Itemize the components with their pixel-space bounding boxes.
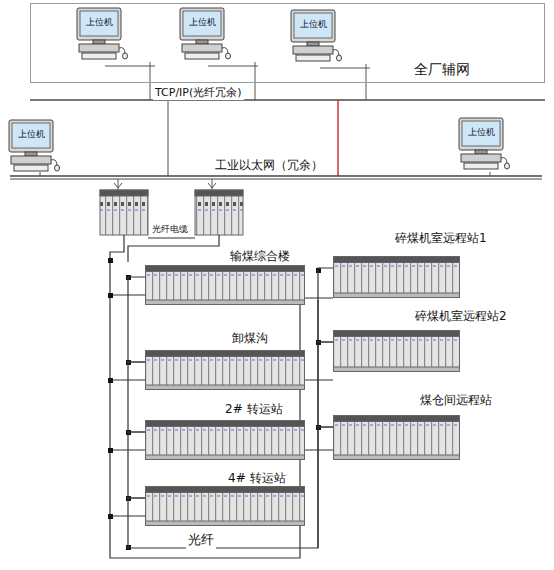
station-name: 4# 转运站 [228, 470, 286, 487]
computer-icon [73, 6, 129, 62]
computer-label: 上位机 [294, 18, 332, 31]
rack-holder [145, 265, 305, 309]
fibre-link [128, 277, 145, 362]
rack-holder [145, 350, 305, 394]
computer-label: 上位机 [462, 126, 500, 139]
computer-icon [287, 8, 343, 64]
region-title: 全厂辅网 [414, 61, 470, 79]
rack-holder [333, 330, 460, 376]
remote-station: 碎煤机室远程站2 [333, 308, 460, 372]
fibre-link [318, 268, 333, 342]
host-computer: 上位机 [455, 116, 511, 172]
station-name: 碎煤机室远程站2 [415, 308, 507, 325]
station-name: 煤仓间远程站 [420, 392, 492, 409]
computer-label: 上位机 [12, 128, 50, 141]
rack-holder [333, 415, 460, 464]
remote-station: 4# 转运站 [145, 470, 305, 526]
plc-rack [333, 256, 460, 298]
station-name: 2# 转运站 [225, 401, 283, 418]
computer-icon [176, 6, 232, 62]
host-computer: 上位机 [287, 8, 343, 64]
plc-rack [333, 415, 460, 460]
station-name: 碎煤机室远程站1 [395, 230, 487, 247]
rack-holder [145, 486, 305, 530]
computer-icon [455, 116, 511, 172]
station-name: 输煤综合楼 [230, 248, 290, 265]
network-label: 工业以太网（冗余） [213, 157, 325, 174]
network-region: 全厂辅网 上位机 上位机 上位机 [30, 3, 545, 83]
rack-holder [333, 256, 460, 302]
computer-label: 上位机 [80, 16, 118, 29]
remote-station: 煤仓间远程站 [333, 392, 460, 460]
plc-rack [145, 420, 305, 460]
computer-label: 上位机 [183, 16, 221, 29]
fibre-link [128, 432, 145, 498]
remote-station: 2# 转运站 [145, 401, 305, 460]
host-computer: 上位机 [176, 6, 232, 62]
network-label: TCP/IP(光纤冗余) [153, 85, 244, 100]
plc-rack [333, 330, 460, 372]
computer-icon [5, 118, 61, 174]
network-label: 光纤电缆 [150, 223, 190, 236]
plc-rack [145, 486, 305, 526]
remote-station: 碎煤机室远程站1 [333, 230, 460, 298]
station-name: 卸煤沟 [232, 330, 268, 347]
fibre-link [318, 342, 333, 427]
host-computer: 上位机 [73, 6, 129, 62]
remote-station: 卸煤沟 [145, 330, 305, 390]
network-label: 光纤 [186, 531, 216, 549]
fibre-link [128, 362, 145, 432]
remote-station: 输煤综合楼 [145, 248, 305, 305]
plc-rack [145, 350, 305, 390]
plc-rack [145, 265, 305, 305]
host-computer: 上位机 [5, 118, 61, 174]
rack-holder [145, 420, 305, 464]
